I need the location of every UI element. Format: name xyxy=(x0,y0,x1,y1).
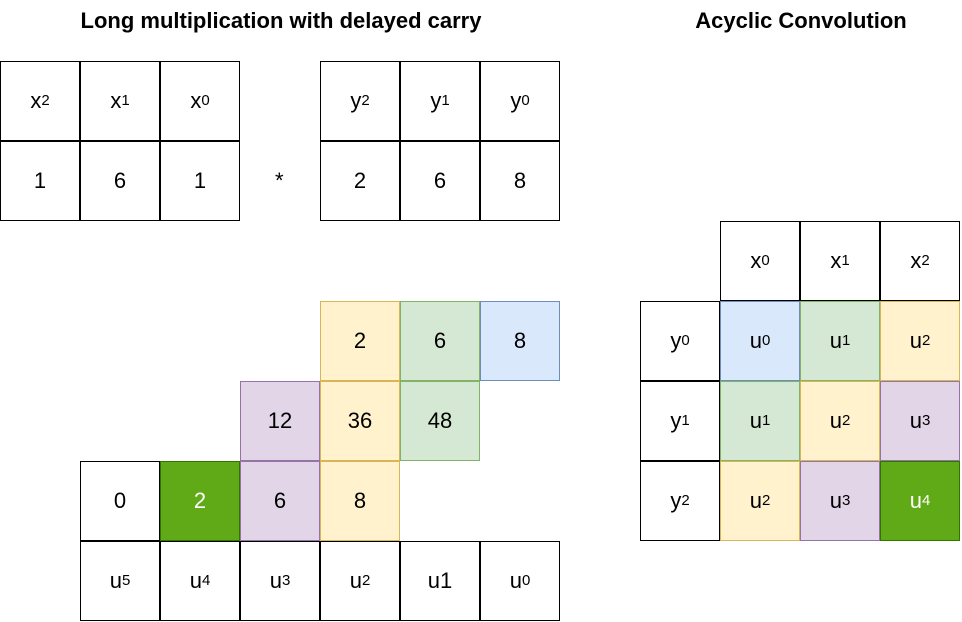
cell-label: x xyxy=(910,248,922,273)
x-value-cell: 6 xyxy=(80,141,160,221)
cell-label: u xyxy=(829,328,842,353)
acyclic-convolution-title: Acyclic Convolution xyxy=(695,8,907,33)
multiply-operator: * xyxy=(275,168,284,193)
cell-label: y xyxy=(670,328,682,353)
long-multiplication-title: Long multiplication with delayed carry xyxy=(80,8,482,33)
partial-product-cell: 8 xyxy=(320,461,400,541)
cell-label: x xyxy=(750,248,762,273)
cell-label: x xyxy=(190,88,202,113)
partial-product-cell: 12 xyxy=(240,381,320,461)
y-value-cell: 2 xyxy=(320,141,400,221)
cell-label: x xyxy=(30,88,42,113)
cell-label: y xyxy=(430,88,442,113)
cell-label: u xyxy=(189,568,202,593)
cell-label: y xyxy=(670,488,682,513)
partial-product-cell: 6 xyxy=(400,301,480,381)
partial-product-cell: 36 xyxy=(320,381,400,461)
cell-label: y xyxy=(670,408,682,433)
x-value-cell: 1 xyxy=(0,141,80,221)
partial-product-cell: 48 xyxy=(400,381,480,461)
cell-label: u xyxy=(909,328,922,353)
cell-label: u xyxy=(909,488,922,513)
partial-product-cell: 2 xyxy=(320,301,400,381)
partial-product-cell: 8 xyxy=(480,301,560,381)
cell-label: u1 xyxy=(427,568,453,593)
partial-product-cell: 2 xyxy=(160,461,240,541)
cell-label: u xyxy=(109,568,122,593)
cell-label: u xyxy=(749,328,762,353)
y-value-cell: 6 xyxy=(400,141,480,221)
cell-label: x xyxy=(110,88,122,113)
cell-label: u xyxy=(269,568,282,593)
cell-label: u xyxy=(829,408,842,433)
cell-label: y xyxy=(510,88,522,113)
cell-label: y xyxy=(350,88,362,113)
cell-label: u xyxy=(749,408,762,433)
cell-label: u xyxy=(829,488,842,513)
partial-product-cell: 6 xyxy=(240,461,320,541)
cell-label: u xyxy=(909,408,922,433)
result-cell: u1 xyxy=(400,541,480,621)
cell-label: x xyxy=(830,248,842,273)
x-value-cell: 1 xyxy=(160,141,240,221)
cell-label: u xyxy=(509,568,522,593)
partial-product-cell: 0 xyxy=(80,461,160,541)
cell-label: u xyxy=(349,568,362,593)
y-value-cell: 8 xyxy=(480,141,560,221)
cell-label: u xyxy=(749,488,762,513)
